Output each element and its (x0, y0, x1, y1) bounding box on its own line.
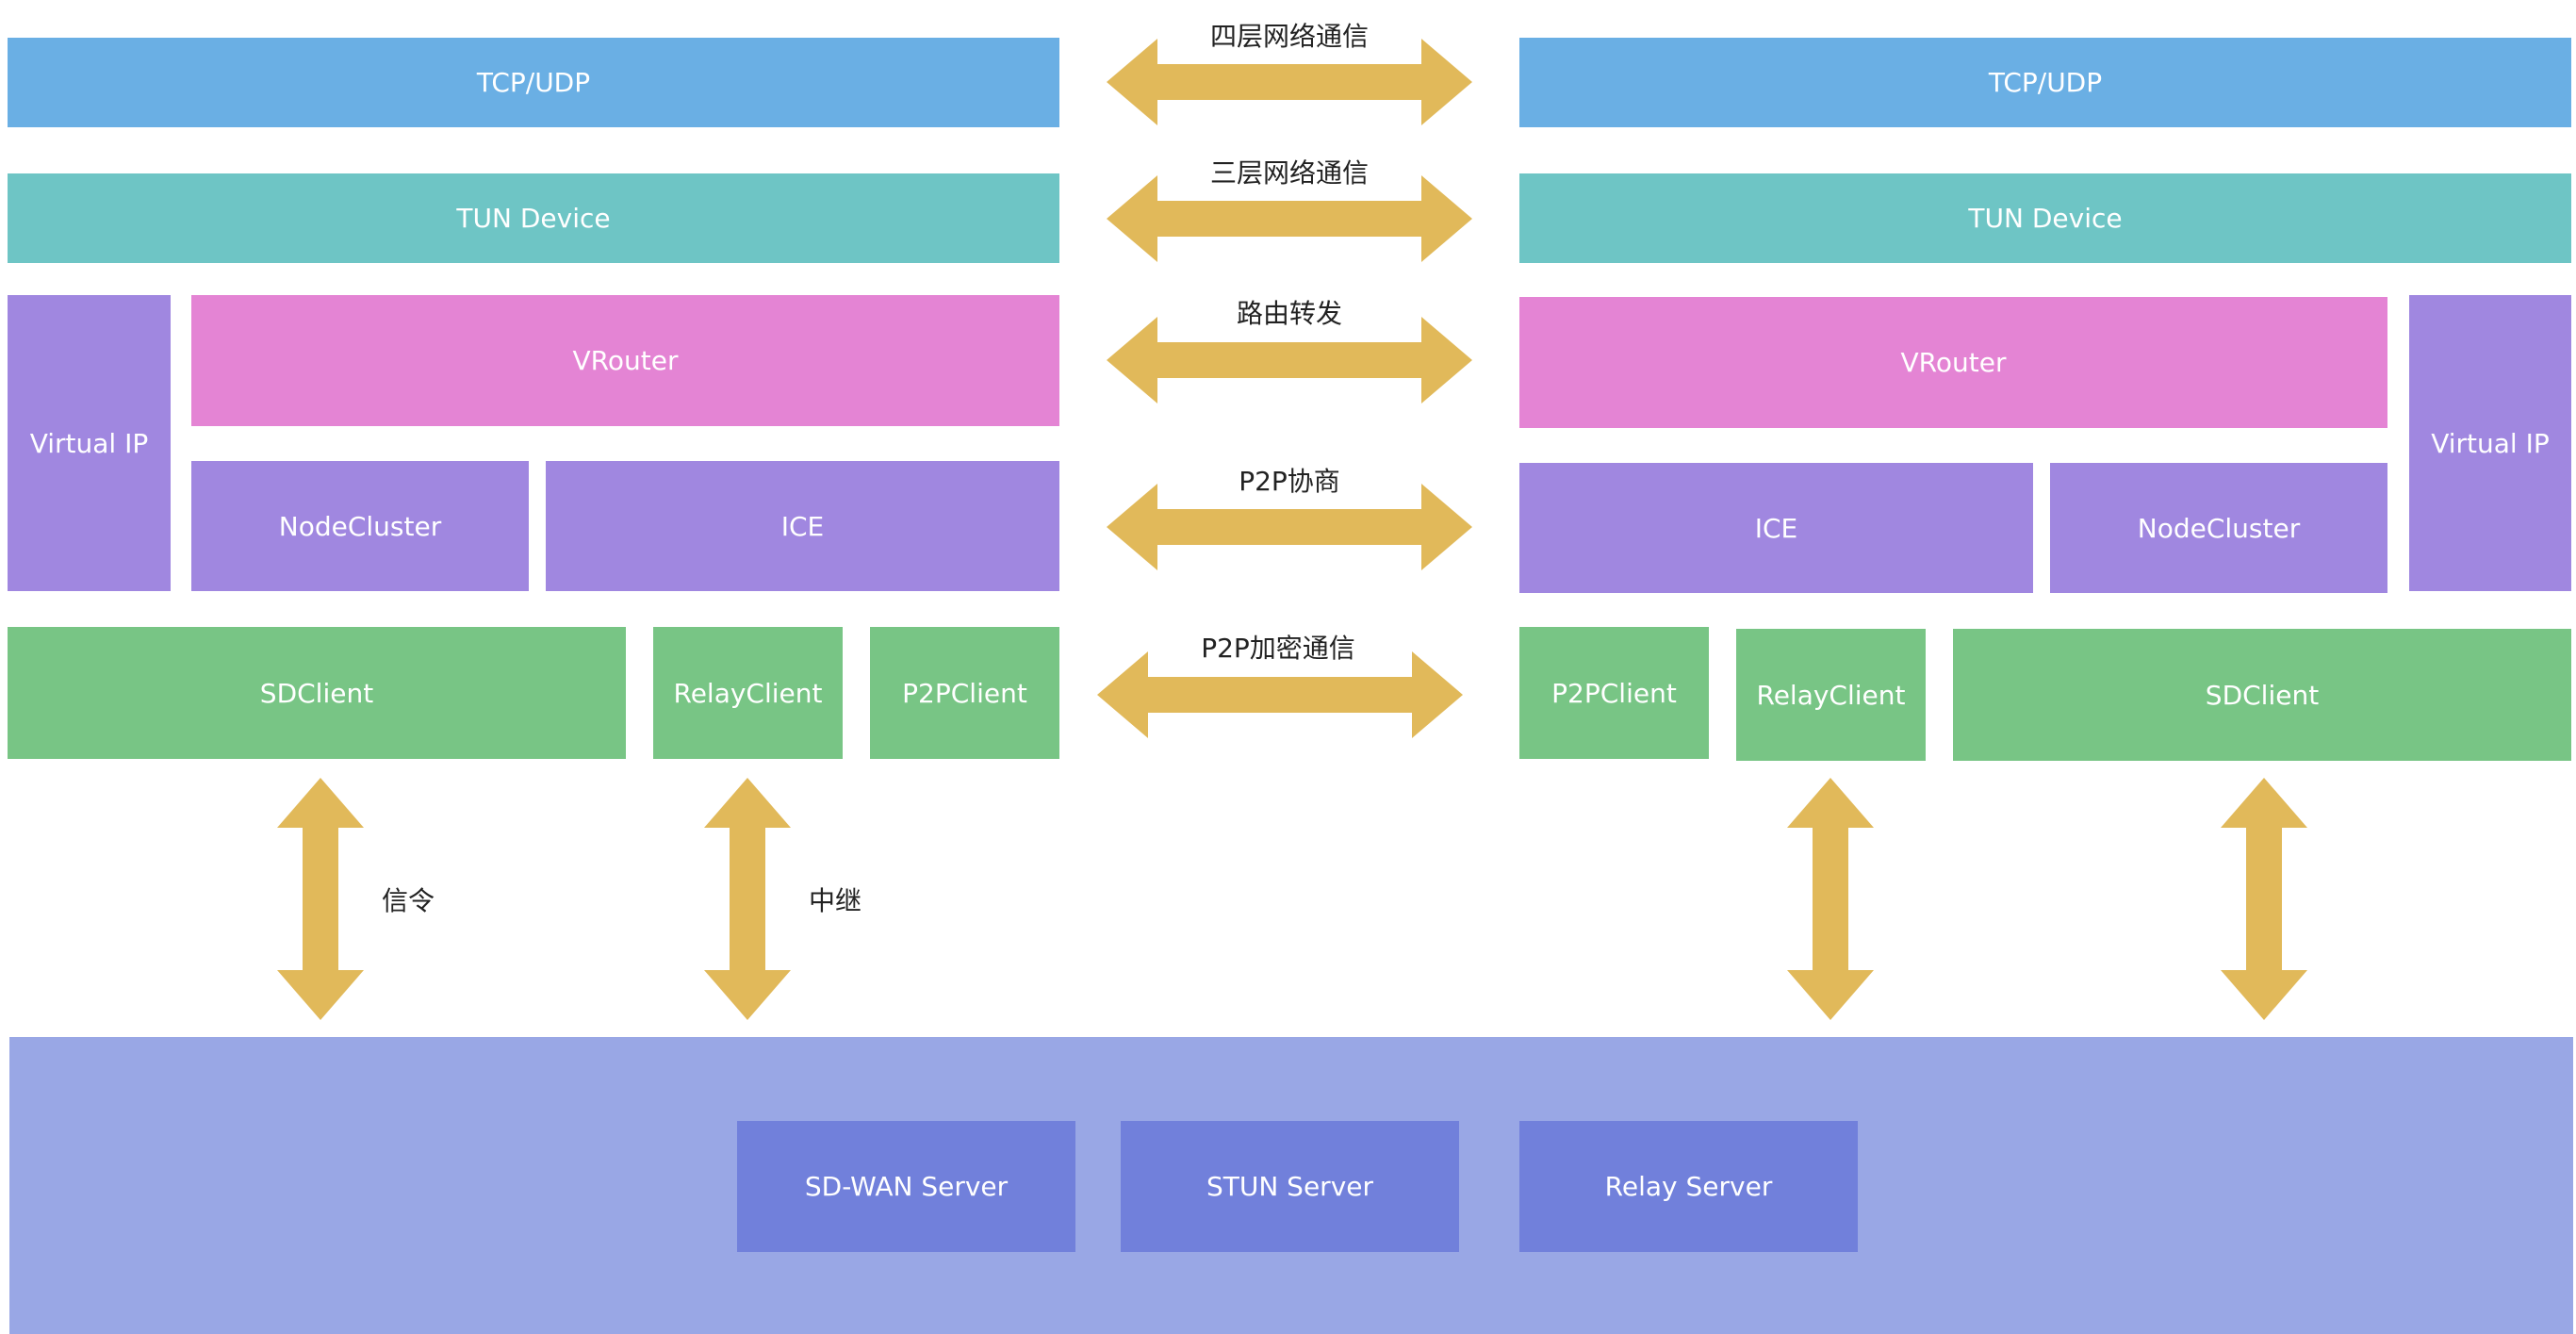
right-vrouter-label: VRouter (1900, 347, 2007, 378)
left-ice-label: ICE (780, 510, 825, 542)
right-virtual-ip-label: Virtual IP (2431, 427, 2550, 459)
relay-server-block: Relay Server (1519, 1121, 1858, 1252)
left-tcp-udp-label: TCP/UDP (476, 67, 591, 98)
routing-label: 路由转发 (1236, 298, 1343, 329)
relay-vertical-arrow (704, 778, 791, 1020)
right-signaling-vertical-arrow (2221, 778, 2307, 1020)
routing-double-arrow (1107, 317, 1472, 403)
sd-wan-server-label: SD-WAN Server (804, 1171, 1009, 1202)
p2p-negotiation-label: P2P协商 (1239, 466, 1340, 497)
right-sdclient-label: SDClient (2205, 679, 2320, 711)
right-virtual-ip-block: Virtual IP (2409, 295, 2571, 591)
signaling-label: 信令 (382, 885, 435, 916)
signaling-vertical-arrow (277, 778, 364, 1020)
p2p-encrypted-label: P2P加密通信 (1201, 633, 1355, 664)
left-tun-device-layer: TUN Device (8, 173, 1059, 263)
right-tcp-udp-layer: TCP/UDP (1519, 38, 2571, 127)
layer4-double-arrow (1107, 39, 1472, 125)
left-nodecluster-block: NodeCluster (191, 461, 529, 591)
left-vrouter-label: VRouter (572, 345, 679, 376)
right-tun-device-layer: TUN Device (1519, 173, 2571, 263)
right-relayclient-block: RelayClient (1736, 629, 1926, 761)
layer4-label: 四层网络通信 (1209, 21, 1370, 52)
right-nodecluster-block: NodeCluster (2050, 463, 2387, 593)
p2p-encrypted-double-arrow (1097, 651, 1463, 738)
right-nodecluster-label: NodeCluster (2137, 512, 2301, 544)
layer3-double-arrow (1107, 175, 1472, 262)
sd-wan-server-block: SD-WAN Server (737, 1121, 1075, 1252)
right-p2pclient-block: P2PClient (1519, 627, 1709, 759)
left-tun-device-label: TUN Device (456, 203, 611, 234)
right-ice-label: ICE (1754, 512, 1798, 544)
left-p2pclient-block: P2PClient (870, 627, 1059, 759)
right-p2pclient-label: P2PClient (1551, 677, 1677, 709)
left-ice-block: ICE (546, 461, 1059, 591)
stun-server-block: STUN Server (1121, 1121, 1459, 1252)
left-p2pclient-label: P2PClient (902, 677, 1027, 709)
p2p-negotiation-double-arrow (1107, 484, 1472, 570)
left-virtual-ip-block: Virtual IP (8, 295, 171, 591)
left-tcp-udp-layer: TCP/UDP (8, 38, 1059, 127)
right-vrouter-block: VRouter (1519, 297, 2387, 428)
right-relayclient-label: RelayClient (1756, 679, 1906, 711)
left-nodecluster-label: NodeCluster (278, 510, 442, 542)
left-sdclient-block: SDClient (8, 627, 626, 759)
left-relayclient-block: RelayClient (653, 627, 843, 759)
left-vrouter-block: VRouter (191, 295, 1059, 426)
layer3-label: 三层网络通信 (1209, 157, 1370, 189)
left-virtual-ip-label: Virtual IP (29, 427, 149, 459)
right-sdclient-block: SDClient (1953, 629, 2571, 761)
right-ice-block: ICE (1519, 463, 2033, 593)
stun-server-label: STUN Server (1206, 1171, 1374, 1202)
left-relayclient-label: RelayClient (673, 677, 823, 709)
right-tcp-udp-label: TCP/UDP (1988, 67, 2103, 98)
left-sdclient-label: SDClient (259, 677, 374, 709)
right-relay-vertical-arrow (1787, 778, 1874, 1020)
relay-server-label: Relay Server (1604, 1171, 1773, 1202)
right-tun-device-label: TUN Device (1968, 203, 2123, 234)
relay-label: 中继 (809, 885, 862, 916)
